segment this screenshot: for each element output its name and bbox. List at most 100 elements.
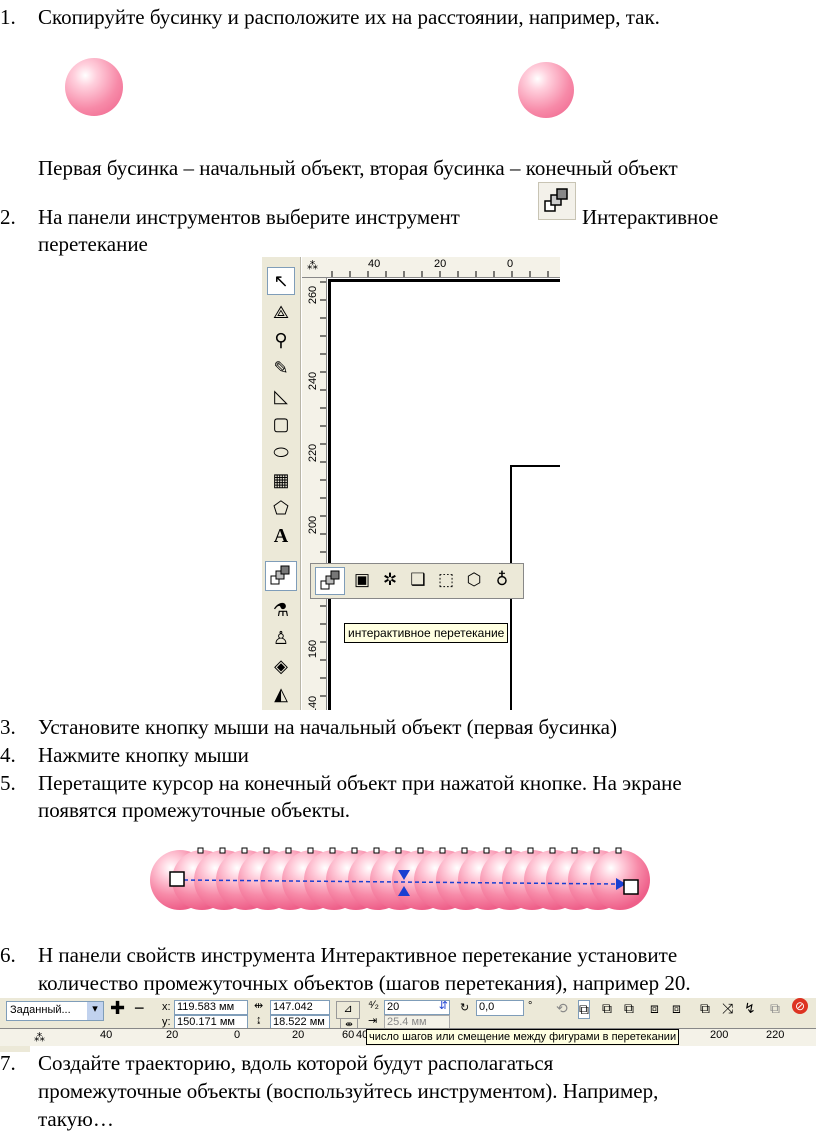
ruler-label: 20 bbox=[434, 258, 447, 270]
text-tool-icon[interactable]: A bbox=[273, 525, 289, 547]
step-3: 3. Установите кнопку мыши на начальный о… bbox=[0, 714, 816, 742]
step-text: Создайте траекторию, вдоль которой будут… bbox=[38, 1051, 554, 1075]
counterclockwise-blend-icon[interactable]: ⧉ bbox=[624, 1000, 634, 1016]
horizontal-ruler: ⁂ 40 20 0 bbox=[302, 257, 560, 278]
rotate-icon: ↻ bbox=[460, 1002, 470, 1014]
step-text-b: количество промежуточных объектов (шагов… bbox=[38, 971, 691, 995]
angle-field[interactable]: 0,0 bbox=[476, 1000, 524, 1016]
ruler-label: 0 bbox=[234, 1029, 241, 1041]
tooltip: интерактивное перетекание bbox=[344, 623, 509, 643]
color-acceleration-icon[interactable]: ⧈ bbox=[672, 1000, 681, 1016]
drop-shadow-icon[interactable]: ❑ bbox=[410, 570, 426, 589]
remove-preset-icon[interactable]: − bbox=[134, 998, 145, 1018]
step-text-b: Интерактивное bbox=[582, 205, 719, 229]
rectangle-tool-icon[interactable]: ▢ bbox=[272, 414, 290, 434]
y-label: y: bbox=[162, 1016, 171, 1028]
basic-shapes-tool-icon[interactable]: ⬠ bbox=[273, 498, 289, 518]
step-text: Перетащите курсор на конечный объект при… bbox=[38, 771, 682, 795]
step-number: 2. bbox=[0, 205, 16, 229]
step-number: 7. bbox=[0, 1051, 16, 1075]
step-text: Скопируйте бусинку и расположите их на р… bbox=[38, 5, 660, 29]
caption-text: Первая бусинка – начальный объект, втора… bbox=[38, 156, 678, 180]
page-inner-top bbox=[510, 465, 560, 467]
step-text-b: промежуточные объекты (воспользуйтесь ин… bbox=[38, 1079, 659, 1103]
interactive-blend-icon[interactable] bbox=[315, 567, 345, 595]
zoom-tool-icon[interactable]: ⚲ bbox=[274, 330, 288, 350]
step-1: 1. Скопируйте бусинку и расположите их н… bbox=[0, 4, 816, 32]
copy-properties-icon[interactable]: ⧉ bbox=[770, 1000, 780, 1016]
more-options-icon[interactable]: ↯ bbox=[744, 1000, 756, 1016]
ruler-label: 0 bbox=[507, 258, 514, 270]
ruler-origin-icon: ⁂ bbox=[307, 260, 318, 272]
ruler-label: 40 bbox=[100, 1029, 113, 1041]
contour-icon[interactable]: ▣ bbox=[353, 570, 371, 589]
ruler-label: 220 bbox=[766, 1029, 785, 1041]
degree-sign: ° bbox=[528, 1000, 533, 1012]
offset-icon: ⇥ bbox=[368, 1015, 378, 1027]
smart-fill-tool-icon[interactable]: ◺ bbox=[274, 386, 288, 406]
direct-blend-icon[interactable]: ⧉ bbox=[578, 1000, 590, 1019]
step-number: 4. bbox=[0, 743, 16, 767]
step-text-c: перетекание bbox=[38, 232, 148, 256]
add-preset-icon[interactable]: ✚ bbox=[110, 998, 126, 1018]
vertical-ruler: 260 240 220 200 160 140 bbox=[302, 277, 327, 710]
step-text-c: такую… bbox=[38, 1107, 114, 1131]
bead-start bbox=[65, 58, 123, 116]
clear-blend-icon[interactable]: ⊘ bbox=[792, 998, 808, 1014]
y-field[interactable]: 150.171 мм bbox=[174, 1015, 248, 1030]
outline-tool-icon[interactable]: ♙ bbox=[272, 628, 290, 648]
ellipse-tool-icon[interactable]: ⬭ bbox=[273, 442, 289, 462]
steps-icon: ⁴⁄₂ bbox=[368, 999, 379, 1011]
step-number: 6. bbox=[0, 943, 16, 967]
step-5: 5. Перетащите курсор на конечный объект … bbox=[0, 770, 816, 826]
lock-ratio-icon[interactable]: ⊿ bbox=[336, 1001, 360, 1019]
step-number: 1. bbox=[0, 5, 16, 29]
extrude-icon[interactable]: ⬡ bbox=[466, 570, 482, 589]
blend-tool-icon[interactable] bbox=[265, 561, 297, 591]
path-properties-icon[interactable]: ⤨ bbox=[722, 1000, 734, 1016]
preset-value: Заданный... bbox=[10, 1004, 71, 1016]
freehand-tool-icon[interactable]: ✎ bbox=[273, 358, 289, 378]
property-bar: Заданный... ▾ ✚ − x: 119.583 мм y: 150.1… bbox=[0, 998, 816, 1046]
blend-flyout: ▣ ✲ ❑ ⬚ ⬡ ♁ bbox=[310, 563, 524, 599]
width-field[interactable]: 147.042 мм bbox=[270, 1000, 330, 1025]
start-end-icon[interactable]: ⧉ bbox=[700, 1000, 710, 1016]
graph-paper-tool-icon[interactable]: ▦ bbox=[272, 470, 290, 490]
eyedropper-tool-icon[interactable]: ⚗ bbox=[272, 600, 290, 620]
step-2: 2. На панели инструментов выберите инстр… bbox=[0, 182, 816, 260]
step-text: На панели инструментов выберите инструме… bbox=[38, 205, 460, 229]
angle-value: 0,0 bbox=[479, 1001, 495, 1013]
step-text: Н панели свойств инструмента Интерактивн… bbox=[38, 943, 678, 967]
property-bar-edge bbox=[0, 1046, 30, 1052]
object-acceleration-icon[interactable]: ⧈ bbox=[650, 1000, 659, 1016]
x-field[interactable]: 119.583 мм bbox=[174, 1000, 248, 1015]
offset-value: 25.4 мм bbox=[387, 1016, 427, 1028]
height-value: 18.522 мм bbox=[273, 1016, 325, 1028]
ruler-label: 60 bbox=[342, 1029, 355, 1041]
envelope-icon[interactable]: ⬚ bbox=[437, 570, 455, 589]
tooltip: число шагов или смещение между фигурами … bbox=[366, 1029, 680, 1045]
preset-select[interactable]: Заданный... ▾ bbox=[6, 1001, 104, 1021]
fill-tool-icon[interactable]: ◈ bbox=[274, 656, 288, 676]
loop-blend-icon[interactable]: ⟲ bbox=[556, 1000, 568, 1016]
spinner-icon[interactable]: ⇵ bbox=[438, 1000, 448, 1012]
x-label: x: bbox=[162, 1001, 171, 1013]
steps-field[interactable]: 20 ⇵ bbox=[384, 1000, 450, 1015]
chevron-down-icon: ▾ bbox=[87, 1002, 103, 1020]
clockwise-blend-icon[interactable]: ⧉ bbox=[602, 1000, 612, 1016]
step-text-b: появятся промежуточные объекты. bbox=[38, 798, 351, 822]
width-icon: ⇹ bbox=[254, 1000, 264, 1012]
distortion-icon[interactable]: ✲ bbox=[382, 570, 398, 589]
ruler-label: 20 bbox=[166, 1029, 179, 1041]
pick-tool-icon[interactable]: ↖ bbox=[267, 267, 295, 295]
step-4: 4. Нажмите кнопку мыши bbox=[0, 742, 816, 770]
step-text: Установите кнопку мыши на начальный объе… bbox=[38, 715, 617, 739]
bottom-ruler: ⁂ 40 20 0 20 40 60 200 220 число шагов и… bbox=[0, 1028, 816, 1046]
caption: Первая бусинка – начальный объект, втора… bbox=[38, 155, 678, 182]
ruler-origin-icon: ⁂ bbox=[34, 1032, 45, 1044]
step-6: 6. Н панели свойств инструмента Интеракт… bbox=[0, 942, 816, 998]
shape-tool-icon[interactable]: ⟁ bbox=[272, 302, 290, 322]
transparency-icon[interactable]: ♁ bbox=[495, 570, 509, 589]
toolbox-screenshot: 260 240 220 200 160 140 ⁂ 40 20 0 bbox=[262, 257, 560, 710]
interactive-fill-tool-icon[interactable]: ◭ bbox=[274, 684, 288, 704]
